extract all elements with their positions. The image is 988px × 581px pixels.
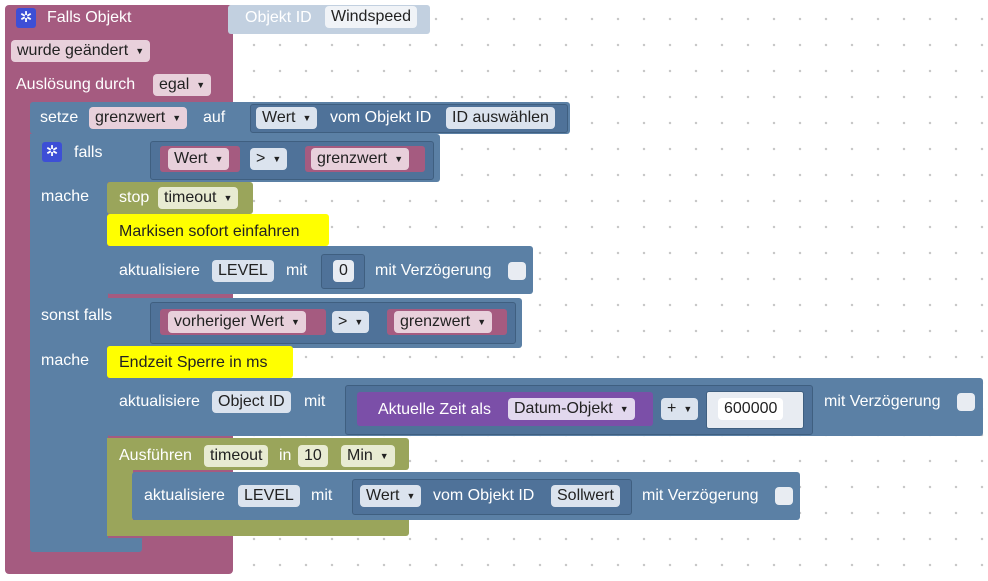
cond1-right-dropdown[interactable]: grenzwert ▼ bbox=[311, 148, 410, 170]
update3-value-dropdown[interactable]: Wert ▼ bbox=[360, 485, 422, 507]
update2-delay-label: mit Verzögerung bbox=[824, 393, 941, 410]
if-block-footer bbox=[30, 538, 142, 552]
update-block-1[interactable] bbox=[107, 246, 533, 294]
timeout-unit-dropdown[interactable]: Min ▼ bbox=[341, 445, 395, 467]
update3-with-label: mit bbox=[311, 487, 333, 504]
from-object-label: vom Objekt ID bbox=[330, 109, 432, 126]
dropdown-arrow-icon: ▼ bbox=[223, 193, 233, 203]
event-title: Falls Objekt bbox=[47, 9, 132, 26]
cond2-operator-dropdown[interactable]: >▼ bbox=[332, 311, 370, 333]
gear-icon[interactable]: ✲ bbox=[16, 8, 36, 28]
comment-2-text: Endzeit Sperre in ms bbox=[119, 354, 268, 371]
dropdown-arrow-icon: ▼ bbox=[477, 317, 487, 327]
trigger-by-dropdown[interactable]: egal ▼ bbox=[153, 74, 212, 96]
comment-1-text: Markisen sofort einfahren bbox=[119, 223, 300, 240]
dropdown-arrow-icon: ▼ bbox=[302, 113, 312, 123]
update1-delay-label: mit Verzögerung bbox=[375, 262, 492, 279]
cond1-right-label: grenzwert bbox=[317, 150, 388, 167]
if-label: falls bbox=[74, 144, 103, 161]
trigger-by-label: Auslösung durch bbox=[16, 76, 136, 93]
timeout-label: Ausführen bbox=[119, 447, 192, 464]
timeout-timer-field[interactable]: timeout bbox=[204, 445, 269, 467]
dropdown-arrow-icon: ▼ bbox=[683, 404, 693, 414]
cond2-left-label: vorheriger Wert bbox=[174, 313, 284, 330]
cond1-left-dropdown[interactable]: Wert ▼ bbox=[168, 148, 230, 170]
stop-timer-name: timeout bbox=[164, 189, 217, 206]
timeout-unit-label: Min bbox=[347, 447, 373, 464]
update3-from-object-label: vom Objekt ID bbox=[433, 487, 535, 504]
do-label: mache bbox=[41, 188, 90, 205]
dropdown-arrow-icon: ▼ bbox=[196, 80, 206, 90]
timeout-in-label: in bbox=[279, 447, 292, 464]
update3-delay-checkbox[interactable] bbox=[775, 487, 793, 505]
do-label-2: mache bbox=[41, 352, 90, 369]
update2-target-field[interactable]: Object ID bbox=[212, 391, 291, 413]
else-if-label: sonst falls bbox=[41, 307, 113, 324]
update2-delay-checkbox[interactable] bbox=[957, 393, 975, 411]
update2-label: aktualisiere bbox=[119, 393, 200, 410]
update1-value-field[interactable]: 0 bbox=[333, 260, 354, 282]
comment-block-1[interactable] bbox=[107, 214, 329, 246]
dropdown-arrow-icon: ▼ bbox=[394, 154, 404, 164]
cond2-right-label: grenzwert bbox=[400, 313, 471, 330]
current-time-label: Aktuelle Zeit als bbox=[378, 401, 491, 418]
cond2-left-dropdown[interactable]: vorheriger Wert ▼ bbox=[168, 311, 306, 333]
event-block-footer bbox=[5, 560, 233, 574]
time-format-dropdown[interactable]: Datum-Objekt ▼ bbox=[508, 398, 635, 420]
stop-timer-dropdown[interactable]: timeout ▼ bbox=[158, 187, 239, 209]
cond2-right-dropdown[interactable]: grenzwert ▼ bbox=[394, 311, 493, 333]
cond2-operator-label: > bbox=[338, 313, 348, 330]
trigger-by-value: egal bbox=[159, 76, 190, 93]
update3-delay-label: mit Verzögerung bbox=[642, 487, 759, 504]
update1-target-field[interactable]: LEVEL bbox=[212, 260, 274, 282]
object-id-field[interactable]: Windspeed bbox=[325, 6, 418, 28]
timeout-amount-field[interactable]: 10 bbox=[298, 445, 328, 467]
value-option-dropdown[interactable]: Wert ▼ bbox=[256, 107, 318, 129]
dropdown-arrow-icon: ▼ bbox=[172, 113, 182, 123]
dropdown-arrow-icon: ▼ bbox=[406, 491, 416, 501]
update1-with-label: mit bbox=[286, 262, 308, 279]
set-label: setze bbox=[40, 109, 79, 126]
cond1-operator-dropdown[interactable]: >▼ bbox=[250, 148, 288, 170]
trigger-dropdown[interactable]: wurde geändert ▼ bbox=[11, 40, 151, 62]
dropdown-arrow-icon: ▼ bbox=[135, 46, 145, 56]
math-operator-label: + bbox=[667, 400, 677, 417]
update3-value-label: Wert bbox=[366, 487, 400, 504]
stop-label: stop bbox=[119, 189, 150, 206]
dropdown-arrow-icon: ▼ bbox=[354, 317, 364, 327]
dropdown-arrow-icon: ▼ bbox=[619, 404, 629, 414]
number-field-600000[interactable]: 600000 bbox=[718, 398, 784, 420]
comment-block-2[interactable] bbox=[107, 346, 293, 378]
gear-icon[interactable]: ✲ bbox=[42, 142, 62, 162]
object-select-field[interactable]: ID auswählen bbox=[446, 107, 555, 129]
trigger-dropdown-label: wurde geändert bbox=[17, 42, 129, 59]
set-variable-name: grenzwert bbox=[95, 109, 166, 126]
value-option-label: Wert bbox=[262, 109, 296, 126]
dropdown-arrow-icon: ▼ bbox=[290, 317, 300, 327]
timeout-block-footer bbox=[107, 520, 409, 536]
update3-target-field[interactable]: LEVEL bbox=[238, 485, 300, 507]
dropdown-arrow-icon: ▼ bbox=[214, 154, 224, 164]
set-to-label: auf bbox=[203, 109, 226, 126]
update1-label: aktualisiere bbox=[119, 262, 200, 279]
set-variable-dropdown[interactable]: grenzwert ▼ bbox=[89, 107, 188, 129]
dropdown-arrow-icon: ▼ bbox=[379, 451, 389, 461]
math-operator-dropdown[interactable]: +▼ bbox=[661, 398, 699, 420]
update3-object-field[interactable]: Sollwert bbox=[551, 485, 620, 507]
update2-with-label: mit bbox=[304, 393, 326, 410]
time-format-label: Datum-Objekt bbox=[514, 400, 613, 417]
update1-delay-checkbox[interactable] bbox=[508, 262, 526, 280]
cond1-operator-label: > bbox=[256, 150, 266, 167]
update3-label: aktualisiere bbox=[144, 487, 225, 504]
dropdown-arrow-icon: ▼ bbox=[272, 154, 282, 164]
object-id-label: Objekt ID bbox=[245, 9, 312, 26]
cond1-left-label: Wert bbox=[174, 150, 208, 167]
timeout-block-body bbox=[107, 438, 133, 536]
